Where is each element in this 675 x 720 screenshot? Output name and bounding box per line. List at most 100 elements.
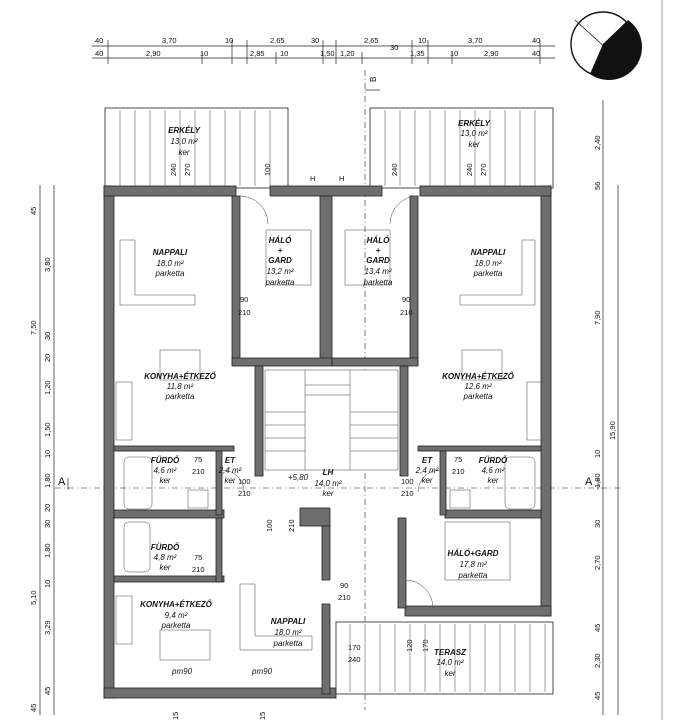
room-area: 13,2 m²: [266, 267, 293, 276]
dim-left-7: 1,50: [43, 422, 52, 437]
interior-walls: [113, 195, 542, 695]
door-100-er: 100: [401, 477, 414, 486]
room-nappali-left: NAPPALI 18,0 m² parketta: [153, 248, 188, 278]
section-a-label-left: A: [58, 476, 66, 488]
door-90-l: 90: [240, 295, 248, 304]
room-name-2: +: [376, 246, 381, 255]
room-name: FÜRDŐ: [151, 543, 180, 552]
room-floor: parketta: [363, 278, 393, 287]
room-floor: parketta: [165, 392, 195, 401]
dim-left-3: 7,50: [29, 320, 38, 335]
room-floor: ker: [468, 140, 479, 149]
dim-top2-2: 2,90: [146, 49, 161, 58]
room-floor: parketta: [155, 269, 185, 278]
room-floor: parketta: [458, 571, 488, 580]
dim-left-10: 20: [43, 504, 52, 512]
dim-top-1: 40: [95, 36, 103, 45]
left-dimensions: 45 3,80 7,50 1,20 20 30 1,50 10 1,80 20 …: [29, 185, 55, 715]
dim-left-14: 5,10: [29, 590, 38, 605]
dim-left-2: 3,80: [43, 257, 52, 272]
dim-right-4: 15,90: [608, 421, 617, 440]
dim-top2-4: 2,85: [250, 49, 265, 58]
section-line-b: B: [364, 70, 380, 710]
section-a-label-right: A: [585, 476, 593, 488]
dim-top-5: 30: [311, 36, 319, 45]
door-240-t: 240: [348, 655, 361, 664]
room-name: ERKÉLY: [168, 126, 201, 135]
top-dimensions: 40 3,70 10 2,65 30 2,65 10 3,70 40 40 2,…: [92, 36, 555, 64]
room-konyha-left: KONYHA+ÉTKEZŐ 11,8 m² parketta: [144, 372, 217, 401]
section-b-label: B: [369, 77, 378, 82]
room-nappali-6: NAPPALI 18,0 m² parketta: [271, 617, 306, 648]
room-area: 18,0 m²: [274, 628, 301, 637]
door-75-l: 75: [194, 455, 202, 464]
room-area: 14,0 m²: [314, 479, 341, 488]
room-name-2: +: [278, 246, 283, 255]
dim-top2-1: 40: [95, 49, 103, 58]
room-floor: ker: [159, 563, 170, 572]
room-name: KONYHA+ÉTKEZŐ: [442, 372, 515, 381]
room-et-left: ET 2,4 m² ker: [218, 456, 242, 485]
balcony-left: [104, 107, 289, 189]
room-erkely-left: ERKÉLY 13,0 m² ker: [168, 126, 201, 157]
room-nappali-right: NAPPALI 18,0 m² parketta: [471, 248, 506, 278]
room-name-1: HÁLÓ: [367, 236, 390, 245]
balcony-right: [369, 107, 554, 189]
room-name: FÜRDŐ: [151, 456, 180, 465]
room-area: 18,0 m²: [156, 259, 183, 268]
room-konyha-right: KONYHA+ÉTKEZŐ 12,6 m² parketta: [442, 372, 515, 401]
dim-top2-8: 30: [390, 43, 398, 52]
room-name: TERASZ: [434, 648, 467, 657]
room-name-3: GARD: [268, 256, 292, 265]
dim-right-10: 2,30: [593, 653, 602, 668]
room-furdo-left: FÜRDŐ 4,6 m² ker: [151, 456, 180, 485]
chimney-h-1: H: [310, 174, 315, 183]
door-210-l: 210: [238, 308, 251, 317]
staircase: [264, 369, 399, 471]
room-halo-6: HÁLÓ+GARD 17,8 m² parketta: [448, 549, 499, 580]
room-lh: +5,80 LH 14,0 m² ker: [288, 468, 342, 498]
door-120: 120: [405, 639, 414, 652]
door-210-er: 210: [401, 489, 414, 498]
door-75-6: 75: [194, 553, 202, 562]
door-swings: [221, 195, 441, 609]
room-name-3: GARD: [366, 256, 390, 265]
door-100-l: 100: [263, 163, 272, 176]
room-furdo-6: FÜRDŐ 4,8 m² ker: [151, 543, 180, 572]
dim-right-9: 45: [593, 624, 602, 632]
dim-left-5: 20: [43, 354, 52, 362]
dim-top-6: 2,65: [364, 36, 379, 45]
section-line-a: A A: [55, 476, 620, 490]
room-floor: ker: [487, 476, 498, 485]
room-name: KONYHA+ÉTKEZŐ: [144, 372, 217, 381]
dim-top2-7: 1,20: [340, 49, 355, 58]
room-area: 13,0 m²: [170, 137, 197, 146]
room-furdo-right: FÜRDŐ 4,6 m² ker: [479, 456, 508, 485]
dim-left-8: 10: [43, 450, 52, 458]
level-mark: +5,80: [288, 473, 309, 482]
room-erkely-right: ERKÉLY 13,0 m² ker: [458, 119, 491, 149]
room-name: HÁLÓ+GARD: [448, 549, 499, 558]
room-area: 13,0 m²: [460, 129, 487, 138]
room-area: 17,8 m²: [459, 560, 486, 569]
room-area: 4,6 m²: [482, 466, 505, 475]
terrace: [335, 621, 554, 695]
room-name: ERKÉLY: [458, 119, 491, 128]
dim-top-3: 10: [225, 36, 233, 45]
door-size-labels: 90 210 90 210 240 270 100 240 240 270 75…: [169, 163, 488, 720]
dim-left-9: 1,80: [43, 473, 52, 488]
dim-left-13: 10: [43, 580, 52, 588]
door-240-l: 240: [169, 163, 178, 176]
room-halo-left: HÁLÓ + GARD 13,2 m² parketta: [265, 236, 295, 287]
exterior-walls: [103, 185, 552, 699]
door-210-br: 210: [452, 467, 465, 476]
door-100-el: 100: [238, 477, 251, 486]
dim-top2-3: 10: [200, 49, 208, 58]
room-et-right: ET 2,4 m² ker: [415, 456, 439, 485]
room-name-1: HÁLÓ: [269, 236, 292, 245]
door-210-r: 210: [400, 308, 413, 317]
room-konyha-6: KONYHA+ÉTKEZŐ 9,4 m² parketta: [140, 600, 213, 630]
dim-left-12: 1,80: [43, 543, 52, 558]
dim-top2-12: 40: [532, 49, 540, 58]
